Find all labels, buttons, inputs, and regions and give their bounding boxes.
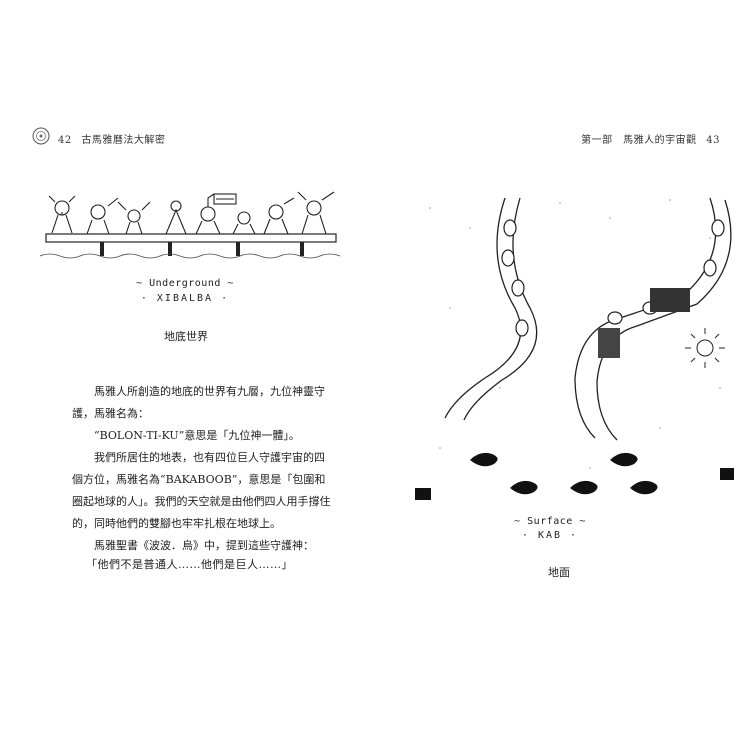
right-running-head: 第一部 馬雅人的宇宙觀 43 bbox=[581, 131, 720, 146]
right-running-title: 第一部 馬雅人的宇宙觀 bbox=[581, 135, 697, 146]
left-page: 42 古馬雅曆法大解密 bbox=[32, 127, 341, 571]
underground-illustration bbox=[39, 191, 341, 259]
surface-caption-en: ~ Surface ~ bbox=[514, 516, 586, 527]
body-text: 馬雅人所創造的地底的世界有九層，九位神靈守護，馬雅名為： “BOLON-TI-K… bbox=[72, 381, 332, 557]
left-page-number: 42 bbox=[58, 135, 72, 146]
left-running-head: 42 古馬雅曆法大解密 bbox=[58, 131, 165, 146]
right-page: 第一部 馬雅人的宇宙觀 43 bbox=[375, 0, 750, 750]
left-running-title: 古馬雅曆法大解密 bbox=[81, 135, 166, 146]
underground-caption-maya: · XIBALBA · bbox=[140, 293, 230, 304]
paragraph: “BOLON-TI-KU”意思是「九位神一體」。 bbox=[94, 429, 300, 442]
mayan-emblem-icon bbox=[32, 127, 50, 145]
scripture-quote: 「他們不是普通人……他們是巨人……」 bbox=[86, 558, 293, 571]
surface-caption-zh: 地面 bbox=[548, 566, 570, 579]
right-page-number: 43 bbox=[706, 135, 720, 146]
underground-caption-en: ~ Underground ~ bbox=[136, 278, 234, 289]
paragraph: 馬雅聖書《波波．烏》中，提到這些守護神： bbox=[94, 539, 314, 552]
surface-illustration bbox=[415, 197, 734, 500]
surface-caption-maya: · KAB · bbox=[521, 530, 579, 541]
underground-caption-zh: 地底世界 bbox=[164, 330, 208, 343]
paragraph: 馬雅人所創造的地底的世界有九層，九位神靈守護，馬雅名為： bbox=[72, 385, 325, 420]
paragraph: 我們所居住的地表，也有四位巨人守護宇宙的四個方位，馬雅名為“BAKABOOB”，… bbox=[72, 451, 331, 530]
